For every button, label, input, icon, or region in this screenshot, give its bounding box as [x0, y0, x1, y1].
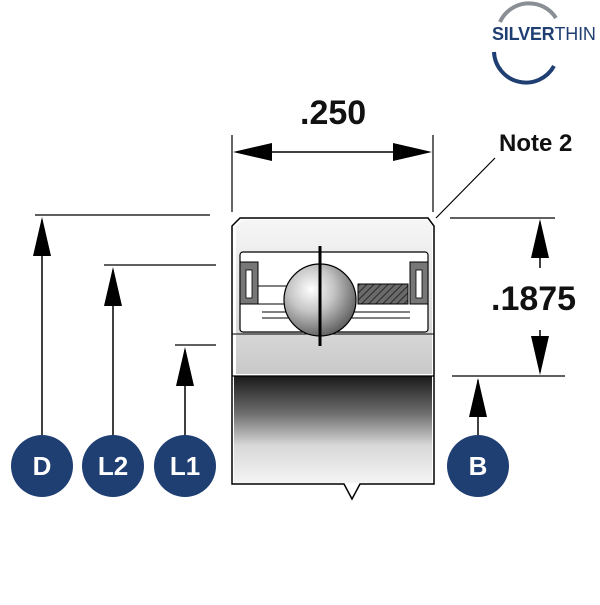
- badge-b: B: [447, 435, 509, 497]
- badge-l2: L2: [82, 435, 144, 497]
- badge-l2-label: L2: [97, 450, 129, 481]
- d-dimension: [33, 214, 210, 436]
- logo-text-bold: SILVER: [492, 24, 555, 44]
- width-dimension: [231, 135, 434, 212]
- badge-b-label: B: [468, 450, 488, 481]
- width-dimension-label: .250: [300, 94, 367, 132]
- note-leader-line: [435, 157, 496, 219]
- height-dimension-label: .1875: [491, 280, 577, 318]
- logo-text-light: THIN: [554, 24, 596, 44]
- ball-retainer: [357, 283, 409, 305]
- bore-surface: [234, 376, 432, 483]
- right-seal: [409, 261, 429, 305]
- silverthin-logo-ring: [492, 1, 558, 85]
- l2-dimension: [104, 264, 216, 436]
- silverthin-logo: SILVERTHIN: [492, 24, 596, 45]
- note-2-label: Note 2: [499, 130, 573, 157]
- badge-l1-label: L1: [169, 450, 201, 481]
- badge-d-label: D: [32, 450, 52, 481]
- badge-l1: L1: [154, 435, 216, 497]
- l1-dimension: [175, 344, 216, 436]
- b-dimension: [469, 378, 487, 436]
- badge-d: D: [11, 435, 73, 497]
- height-dimension: [450, 217, 565, 377]
- bearing-cross-section: [231, 217, 435, 501]
- left-seal: [239, 261, 289, 305]
